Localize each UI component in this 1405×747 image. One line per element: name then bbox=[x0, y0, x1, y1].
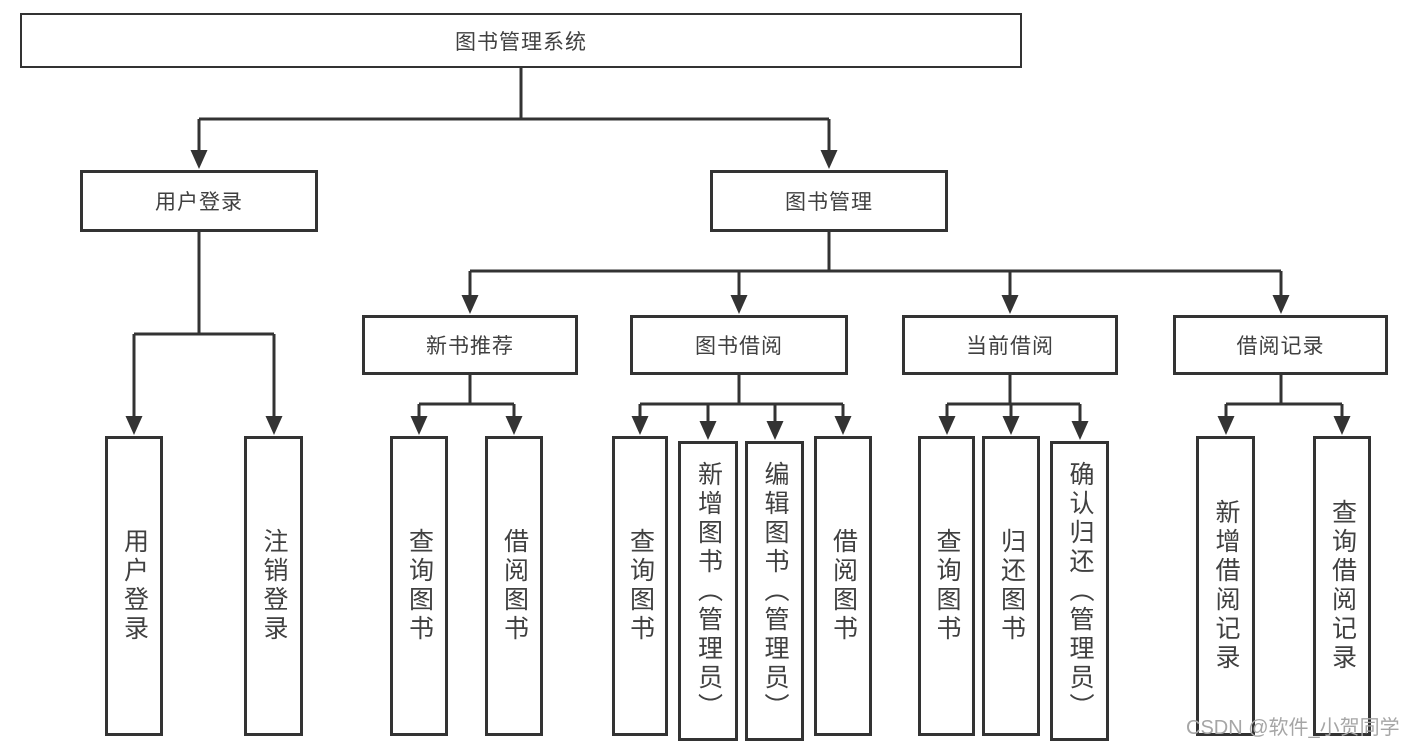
leaf-query-books-2: 查询图书 bbox=[612, 436, 668, 736]
node-book-management: 图书管理 bbox=[710, 170, 948, 232]
leaf-query-books-3: 查询图书 bbox=[918, 436, 975, 736]
connector-current-borrowing-children bbox=[945, 375, 1082, 423]
leaf-user-login: 用户登录 bbox=[105, 436, 163, 736]
leaf-borrow-books-2: 借阅图书 bbox=[814, 436, 872, 736]
node-current-borrowing: 当前借阅 bbox=[902, 315, 1118, 375]
leaf-confirm-return-admin: 确认归还（管理员） bbox=[1050, 441, 1109, 741]
leaf-add-book-admin: 新增图书（管理员） bbox=[678, 441, 738, 741]
node-root: 图书管理系统 bbox=[20, 13, 1022, 68]
leaf-logout: 注销登录 bbox=[244, 436, 303, 736]
watermark: CSDN @软件_小贺同学 bbox=[1186, 717, 1400, 739]
leaf-return-books: 归还图书 bbox=[982, 436, 1040, 736]
node-book-borrowing: 图书借阅 bbox=[630, 315, 848, 375]
leaf-edit-book-admin: 编辑图书（管理员） bbox=[745, 441, 804, 741]
connector-borrowing-records-children bbox=[1224, 375, 1344, 418]
leaf-query-borrow-record: 查询借阅记录 bbox=[1313, 436, 1371, 736]
connector-new-book-children bbox=[417, 375, 516, 418]
connector-root-to-level2 bbox=[197, 68, 831, 152]
node-borrowing-records: 借阅记录 bbox=[1173, 315, 1388, 375]
leaf-borrow-books-1: 借阅图书 bbox=[485, 436, 543, 736]
node-new-book-recommend: 新书推荐 bbox=[362, 315, 578, 375]
connector-book-borrowing-children bbox=[638, 375, 845, 423]
connector-book-mgmt-children bbox=[468, 232, 1283, 297]
leaf-add-borrow-record: 新增借阅记录 bbox=[1196, 436, 1255, 736]
connector-user-login-children bbox=[132, 232, 276, 418]
leaf-query-books-1: 查询图书 bbox=[390, 436, 448, 736]
node-user-login: 用户登录 bbox=[80, 170, 318, 232]
